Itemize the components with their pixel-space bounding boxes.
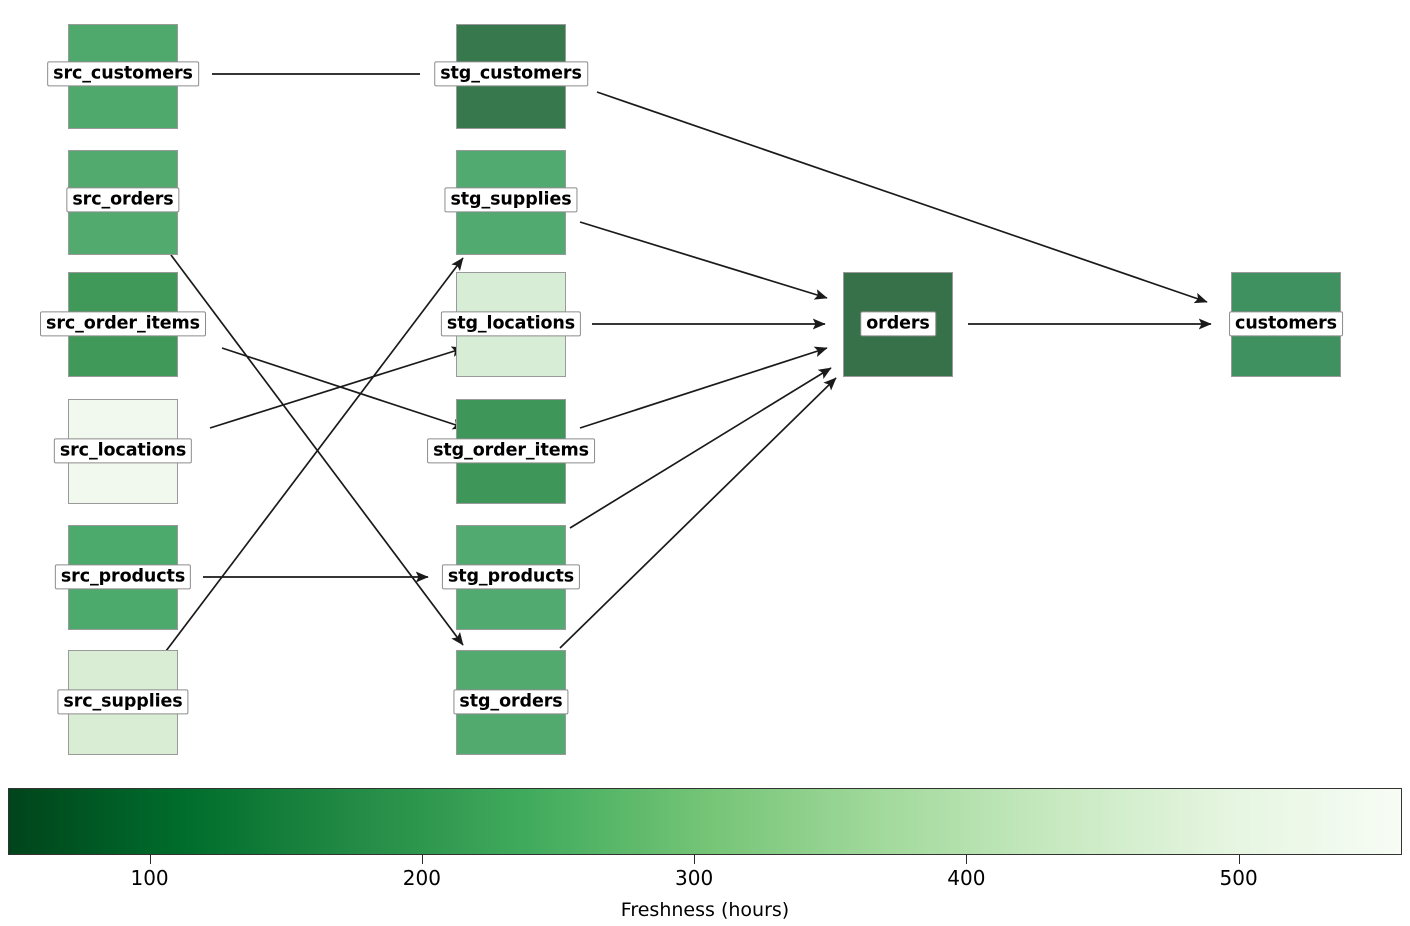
edge-layer bbox=[165, 73, 1212, 652]
node-label-stg_orders: stg_orders bbox=[453, 689, 569, 715]
colorbar-tick-500 bbox=[1238, 855, 1240, 864]
edge-src_supplies-to-stg_supplies bbox=[165, 257, 464, 652]
colorbar-tick-100 bbox=[149, 855, 151, 864]
node-label-src_orders: src_orders bbox=[66, 187, 180, 213]
colorbar-tick-label-200: 200 bbox=[402, 866, 441, 890]
node-label-stg_products: stg_products bbox=[441, 564, 581, 590]
colorbar-tick-label-300: 300 bbox=[675, 866, 714, 890]
node-label-stg_customers: stg_customers bbox=[434, 61, 588, 87]
node-label-stg_order_items: stg_order_items bbox=[427, 438, 595, 464]
edge-stg_customers-to-customers bbox=[596, 91, 1208, 304]
colorbar-tick-400 bbox=[966, 855, 968, 864]
edge-stg_products-to-orders bbox=[569, 367, 832, 529]
edge-src_locations-to-stg_locations bbox=[209, 346, 465, 429]
node-label-stg_supplies: stg_supplies bbox=[444, 187, 578, 213]
edge-src_orders-to-stg_orders bbox=[170, 254, 464, 646]
edge-stg_orders-to-orders bbox=[559, 377, 837, 649]
node-label-src_order_items: src_order_items bbox=[40, 311, 206, 337]
node-label-customers: customers bbox=[1229, 311, 1343, 337]
node-label-stg_locations: stg_locations bbox=[440, 311, 582, 337]
colorbar-tick-label-500: 500 bbox=[1219, 866, 1258, 890]
colorbar-axis-label: Freshness (hours) bbox=[620, 899, 790, 921]
colorbar-tick-300 bbox=[694, 855, 696, 864]
node-label-src_locations: src_locations bbox=[53, 438, 193, 464]
colorbar-tick-label-400: 400 bbox=[947, 866, 986, 890]
node-label-src_products: src_products bbox=[54, 564, 192, 590]
edge-stg_supplies-to-orders bbox=[579, 221, 828, 300]
edge-stg_order_items-to-orders bbox=[579, 346, 828, 429]
colorbar: 100 200 300 400 500 Freshness (hours) bbox=[0, 780, 1410, 926]
edge-src_order_items-to-stg_order_items bbox=[221, 347, 466, 430]
node-label-src_supplies: src_supplies bbox=[57, 689, 189, 715]
colorbar-tick-label-100: 100 bbox=[130, 866, 169, 890]
colorbar-tick-200 bbox=[421, 855, 423, 864]
node-label-orders: orders bbox=[860, 311, 936, 337]
colorbar-gradient bbox=[8, 788, 1402, 855]
node-label-src_customers: src_customers bbox=[47, 61, 199, 87]
